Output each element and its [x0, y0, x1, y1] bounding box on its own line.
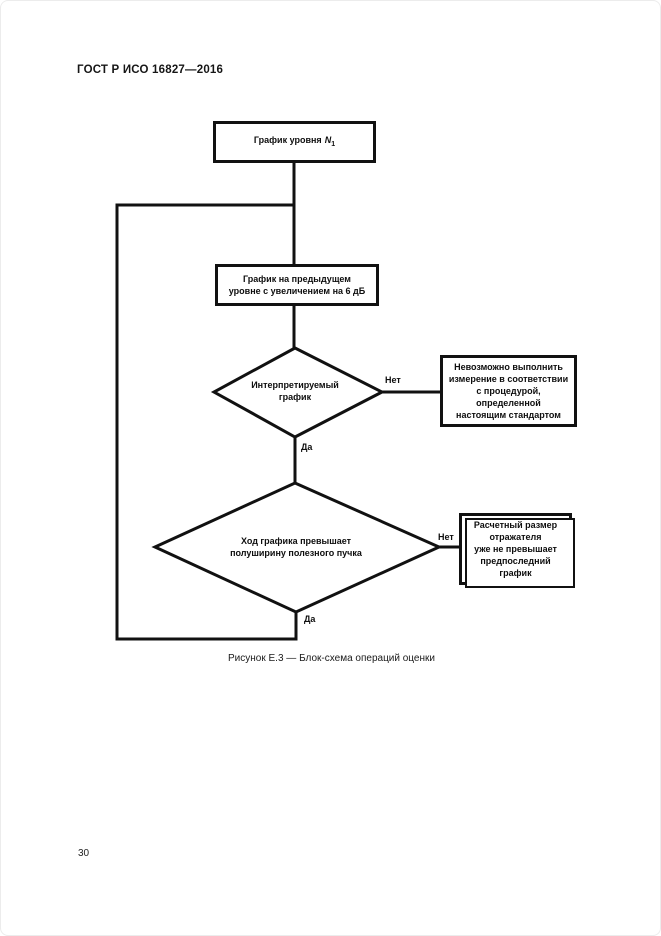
label-yes-1: Да — [301, 442, 313, 452]
flowchart-box-previous-level: График на предыдущем уровне с увеличение… — [215, 264, 379, 306]
box-level-subscript: 1 — [331, 140, 336, 148]
flowchart-box-calculated-size: Расчетный размер отражателя уже не превы… — [459, 513, 575, 588]
label-yes-2: Да — [304, 614, 316, 624]
figure-caption: Рисунок Е.3 — Блок-схема операций оценки — [228, 653, 435, 664]
flowchart-connectors — [115, 161, 461, 641]
decision-interpretable-diamond — [210, 346, 386, 439]
flowchart-box-impossible-measurement: Невозможно выполнить измерение в соответ… — [440, 355, 577, 427]
box-level-text: График уровня — [253, 134, 322, 145]
document-header: ГОСТ Р ИСО 16827—2016 — [77, 64, 224, 76]
decision-extent-diamond — [151, 481, 443, 614]
label-no-2: Нет — [438, 532, 454, 542]
box-level-variable: N — [324, 134, 332, 145]
decision-interpretable-text: Интерпретируемый график — [251, 380, 339, 402]
decision-extent-text: Ход графика превышает полуширину полезно… — [230, 536, 362, 558]
page-number: 30 — [78, 848, 90, 859]
label-no-1: Нет — [385, 375, 401, 385]
